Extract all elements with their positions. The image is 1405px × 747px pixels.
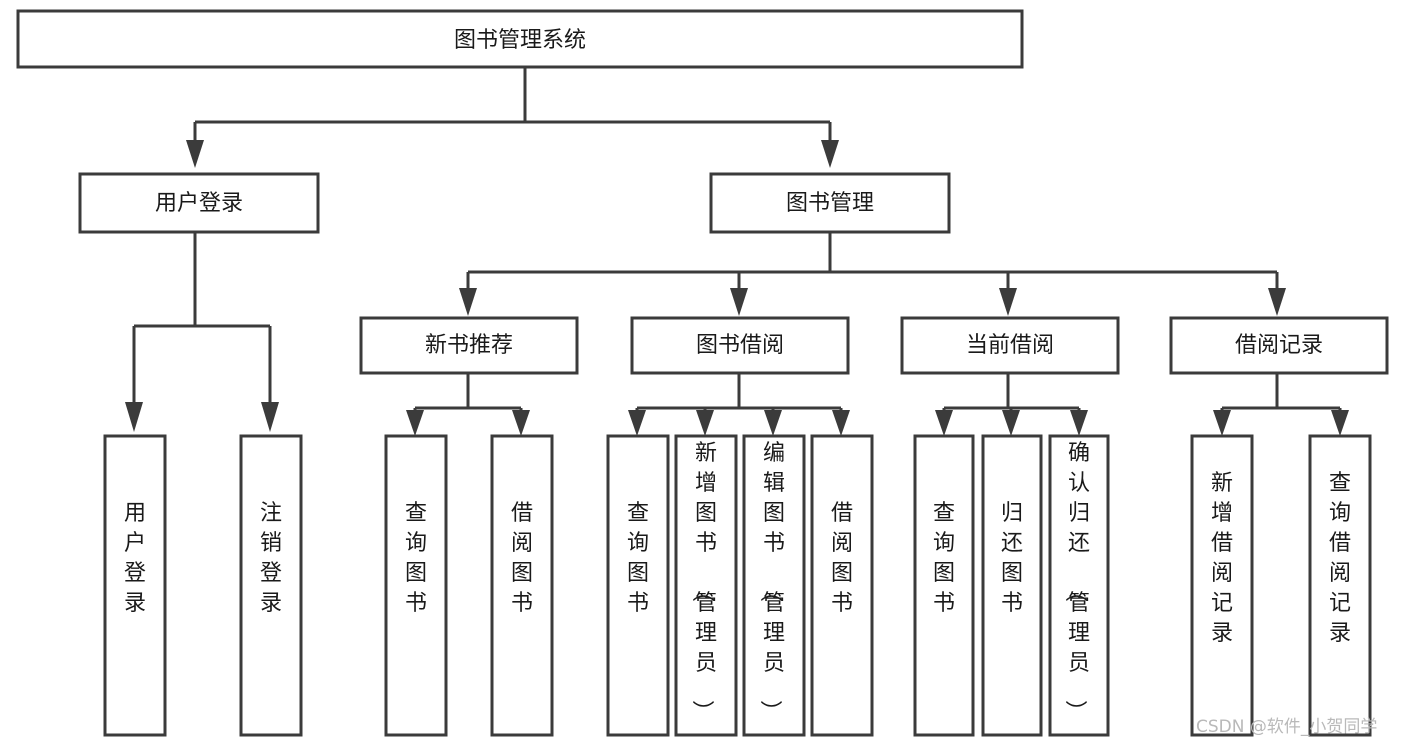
node-leaf-add-record-box[interactable]: [1190, 434, 1254, 737]
node-leaf-query-book-2-label: 查询图书: [627, 501, 649, 616]
arrow-to-leaf-user-login: [125, 402, 143, 432]
node-root[interactable]: 图书管理系统: [16, 9, 1024, 69]
node-leaf-add-record-label: 新增借阅记录: [1211, 471, 1233, 646]
arrow-to-user-login: [186, 140, 204, 168]
node-leaf-edit-book-label: 编辑图书（管理员）: [757, 441, 785, 722]
node-new-book-rec-box[interactable]: [359, 316, 579, 375]
node-leaf-query-book-1-label: 查询图书: [405, 501, 427, 616]
node-root-label: 图书管理系统: [454, 28, 586, 53]
node-leaf-add-book-box[interactable]: [674, 434, 738, 737]
node-leaf-confirm-return[interactable]: 确认归还（管理员）: [1048, 434, 1110, 737]
node-leaf-query-record-box[interactable]: [1308, 434, 1372, 737]
node-leaf-borrow-book-1[interactable]: 借阅图书: [490, 434, 554, 737]
arrow-to-current-borrow: [999, 288, 1017, 316]
node-leaf-query-record[interactable]: 查询借阅记录: [1308, 434, 1372, 737]
node-book-borrow-box[interactable]: [630, 316, 850, 375]
node-leaf-query-book-2-box[interactable]: [606, 434, 670, 737]
node-new-book-rec-label: 新书推荐: [425, 333, 513, 358]
arrow-to-leaf-edit-book: [764, 410, 782, 436]
arrow-to-book-borrow: [730, 288, 748, 316]
node-leaf-borrow-book-1-label: 借阅图书: [511, 501, 533, 616]
node-leaf-edit-book-box[interactable]: [742, 434, 806, 737]
node-leaf-borrow-book-2[interactable]: 借阅图书: [810, 434, 874, 737]
node-leaf-query-book-1[interactable]: 查询图书: [384, 434, 448, 737]
arrow-to-leaf-add-book: [696, 410, 714, 436]
csdn-watermark: CSDN @软件_小贺同学: [1196, 717, 1377, 737]
node-leaf-query-book-1-box[interactable]: [384, 434, 448, 737]
node-leaf-user-login-box[interactable]: [103, 434, 167, 737]
node-current-borrow-box[interactable]: [900, 316, 1120, 375]
node-user-login-label: 用户登录: [155, 191, 243, 216]
node-leaf-return-book[interactable]: 归还图书: [981, 434, 1043, 737]
node-leaf-add-book-label: 新增图书（管理员）: [689, 441, 717, 722]
arrow-to-leaf-query-book-3: [935, 410, 953, 436]
node-book-manage[interactable]: 图书管理: [709, 172, 951, 234]
node-leaf-borrow-book-1-box[interactable]: [490, 434, 554, 737]
node-leaf-logout[interactable]: 注销登录: [239, 434, 303, 737]
node-leaf-user-login[interactable]: 用户登录: [103, 434, 167, 737]
node-borrow-record[interactable]: 借阅记录: [1169, 316, 1389, 375]
arrow-to-leaf-confirm-return: [1070, 410, 1088, 436]
arrow-to-leaf-logout: [261, 402, 279, 432]
node-leaf-return-book-box[interactable]: [981, 434, 1043, 737]
node-leaf-edit-book[interactable]: 编辑图书（管理员）: [742, 434, 806, 737]
arrow-to-leaf-query-book-2: [628, 410, 646, 436]
arrow-to-borrow-record: [1268, 288, 1286, 316]
node-book-manage-label: 图书管理: [786, 191, 874, 216]
node-borrow-record-label: 借阅记录: [1235, 333, 1323, 358]
node-leaf-confirm-return-box[interactable]: [1048, 434, 1110, 737]
node-book-borrow-label: 图书借阅: [696, 333, 784, 358]
arrow-to-new-book-rec: [459, 288, 477, 316]
node-current-borrow[interactable]: 当前借阅: [900, 316, 1120, 375]
node-borrow-record-box[interactable]: [1169, 316, 1389, 375]
node-leaf-return-book-label: 归还图书: [1001, 501, 1023, 616]
node-user-login-box[interactable]: [78, 172, 320, 234]
node-new-book-rec[interactable]: 新书推荐: [359, 316, 579, 375]
node-leaf-query-book-3-box[interactable]: [913, 434, 975, 737]
node-leaf-query-book-3[interactable]: 查询图书: [913, 434, 975, 737]
arrow-to-leaf-return-book: [1002, 410, 1020, 436]
arrow-to-leaf-query-record: [1331, 410, 1349, 436]
arrow-to-leaf-query-book-1: [406, 410, 424, 436]
node-leaf-add-record[interactable]: 新增借阅记录: [1190, 434, 1254, 737]
arrow-to-leaf-borrow-book-1: [512, 410, 530, 436]
node-leaf-confirm-return-label: 确认归还（管理员）: [1062, 441, 1090, 722]
arrow-to-book-manage: [821, 140, 839, 168]
node-user-login[interactable]: 用户登录: [78, 172, 320, 234]
node-leaf-query-record-label: 查询借阅记录: [1329, 471, 1351, 646]
node-leaf-borrow-book-2-box[interactable]: [810, 434, 874, 737]
connector-layer: [125, 67, 1349, 436]
node-leaf-query-book-3-label: 查询图书: [933, 501, 955, 616]
node-leaf-query-book-2[interactable]: 查询图书: [606, 434, 670, 737]
node-leaf-user-login-label: 用户登录: [124, 501, 146, 616]
node-current-borrow-label: 当前借阅: [966, 333, 1054, 358]
node-leaf-logout-label: 注销登录: [260, 501, 282, 616]
node-leaf-borrow-book-2-label: 借阅图书: [831, 501, 853, 616]
node-book-borrow[interactable]: 图书借阅: [630, 316, 850, 375]
arrow-to-leaf-add-record: [1213, 410, 1231, 436]
node-leaf-add-book[interactable]: 新增图书（管理员）: [674, 434, 738, 737]
node-root-box[interactable]: [16, 9, 1024, 69]
node-leaf-logout-box[interactable]: [239, 434, 303, 737]
node-book-manage-box[interactable]: [709, 172, 951, 234]
arrow-to-leaf-borrow-book-2: [832, 410, 850, 436]
